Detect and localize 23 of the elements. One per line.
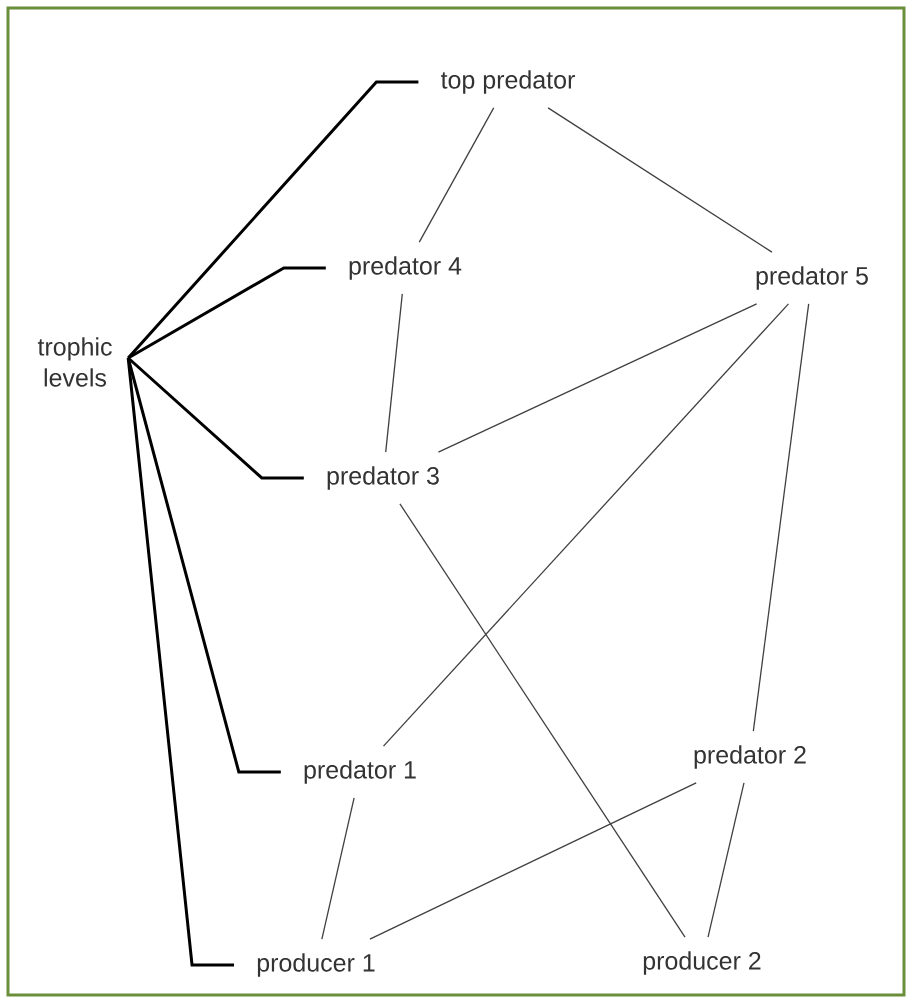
food-link-line	[547, 107, 773, 253]
leader-line	[127, 356, 304, 480]
species-label: producer 1	[257, 953, 375, 977]
species-label: predator 5	[756, 266, 868, 290]
food-link-line	[418, 107, 495, 243]
food-link-line	[707, 782, 745, 938]
species-label: predator 4	[349, 256, 462, 280]
leader-line	[127, 80, 419, 359]
food-link-line	[385, 293, 403, 453]
level-label: trophic levels	[37, 337, 112, 387]
species-label: predator 2	[694, 745, 806, 769]
food-link-line	[437, 303, 758, 453]
species-label: predator 3	[327, 466, 439, 490]
species-label: predator 1	[304, 760, 416, 784]
food-link-line	[752, 303, 810, 732]
leader-line	[127, 266, 326, 360]
food-link-line	[399, 503, 686, 938]
leader-line	[126, 357, 235, 967]
food-link-line	[321, 797, 355, 940]
species-label: producer 2	[643, 951, 761, 975]
species-label: top predator	[440, 70, 575, 94]
food-link-line	[369, 782, 697, 940]
food-link-line	[382, 303, 790, 747]
